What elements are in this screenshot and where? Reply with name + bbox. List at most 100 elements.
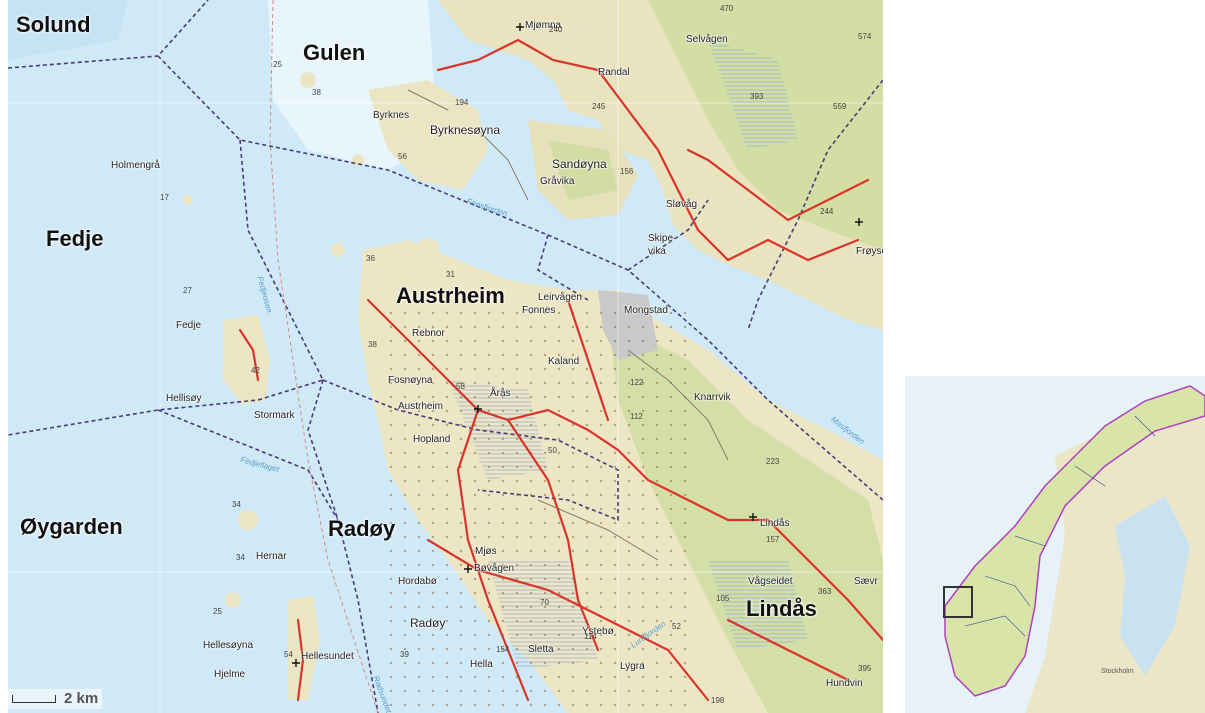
place-bovagen: Bøvågen: [474, 563, 515, 574]
inset-extent-box: [943, 586, 973, 618]
elevation-label: 559: [833, 102, 847, 111]
elevation-label: 154: [496, 645, 510, 654]
elevation-label: 39: [400, 650, 409, 659]
place-slovag: Sløvåg: [666, 199, 698, 210]
place-selvagen: Selvågen: [686, 34, 728, 45]
inset-border-norway: [944, 385, 1205, 697]
place-froyset: Frøyset: [856, 246, 883, 257]
elevation-label: 157: [766, 535, 780, 544]
forest-sandoyna: [548, 140, 618, 200]
place-hundvin: Hundvin: [826, 678, 863, 689]
place-hellesundet: Hellesundet: [301, 651, 354, 662]
island-small-2: [416, 238, 440, 262]
elevation-label: 114: [584, 632, 597, 641]
place-mongstad: Mongstad: [624, 305, 668, 316]
inset-county-lines: [964, 415, 1156, 637]
elevation-label: 245: [592, 102, 606, 111]
place-sandoyna: Sandøyna: [552, 157, 607, 171]
elevation-label: 25: [213, 607, 222, 616]
elevation-label: 395: [858, 664, 872, 673]
inset-city-label: Stockholm: [1101, 668, 1134, 675]
elevation-label: 112: [630, 412, 643, 421]
region-fedje: Fedje: [46, 226, 104, 251]
place-vagseidet: Vågseidet: [748, 576, 793, 587]
elevation-label: 38: [312, 88, 321, 97]
elevation-label: 156: [620, 167, 634, 176]
main-map[interactable]: Solund Gulen Fedje Austrheim Øygarden Ra…: [8, 0, 883, 713]
island-small-1: [225, 592, 241, 608]
region-austrheim: Austrheim: [396, 283, 505, 308]
place-hellisoy: Hellisøy: [166, 393, 202, 404]
elevation-label: 27: [183, 286, 192, 295]
island-hernar: [238, 510, 258, 530]
island-small-5: [300, 72, 316, 88]
elevation-label: 393: [750, 92, 764, 101]
elevation-label: 54: [284, 650, 293, 659]
elevation-label: 470: [720, 4, 734, 13]
elevation-label: 105: [716, 594, 730, 603]
place-holmengra: Holmengrå: [111, 160, 160, 171]
shallow-sea-solund: [8, 0, 128, 60]
place-fedje: Fedje: [176, 320, 202, 331]
place-mjos: Mjøs: [475, 546, 497, 557]
place-mjomna: Mjømna: [525, 20, 562, 31]
place-stormark: Stormark: [254, 410, 295, 421]
elevation-label: 17: [160, 193, 169, 202]
place-hella: Hella: [470, 659, 493, 670]
place-sletta: Sletta: [528, 644, 554, 655]
place-rebnor: Rebnor: [412, 328, 445, 339]
roads-main: [238, 38, 883, 702]
region-radoy: Radøy: [328, 516, 396, 541]
place-kaland: Kaland: [548, 356, 580, 367]
elevation-label: 198: [711, 696, 725, 705]
elevation-label: 34: [232, 500, 241, 509]
place-hellesoyna: Hellesøyna: [203, 640, 254, 651]
inset-canvas: [905, 376, 1205, 713]
elevation-label: 56: [398, 152, 407, 161]
ferry-route: [269, 0, 379, 713]
land-fedje: [223, 315, 270, 405]
elevation-label: 36: [366, 254, 375, 263]
place-lygra: Lygra: [620, 661, 645, 672]
land-byrknesoyna: [368, 80, 488, 190]
scale-label: 2 km: [64, 690, 99, 707]
place-hernar: Hernar: [256, 551, 287, 562]
place-hopland: Hopland: [413, 434, 451, 445]
place-austrheim: Austrheim: [398, 401, 444, 412]
elevation-label: 70: [540, 598, 549, 607]
marsh-lindas: [708, 560, 808, 650]
elevation-label: 574: [858, 32, 872, 41]
place-saevr: Sævr: [854, 576, 878, 587]
settlement-dots: [388, 300, 688, 710]
place-randal: Randal: [598, 67, 630, 78]
region-lindas: Lindås: [746, 596, 817, 621]
place-gravika: Gråvika: [540, 176, 575, 187]
marsh-ne: [708, 40, 798, 150]
land-hellesundet: [288, 595, 320, 700]
elevation-label: 52: [672, 622, 681, 631]
map-canvas: [8, 0, 883, 713]
elevation-label: 50: [548, 446, 557, 455]
region-gulen: Gulen: [303, 40, 366, 65]
church-markers: [292, 23, 863, 667]
elevation-label: 244: [820, 207, 834, 216]
elevation-label: 34: [236, 553, 245, 562]
place-radoy: Radøy: [410, 616, 446, 630]
elevation-label: 194: [455, 98, 469, 107]
place-ystebo: Ystebø: [582, 626, 614, 637]
roads-minor: [407, 89, 729, 561]
place-fonnes: Fonnes: [522, 305, 556, 316]
inset-map[interactable]: Stockholm: [905, 376, 1205, 713]
municipal-boundaries: [8, 0, 883, 713]
place-leirvagen: Leirvågen: [538, 292, 582, 303]
elevation-label: 240: [549, 25, 563, 34]
island-small-4: [183, 195, 193, 205]
elevation-label: 25: [273, 60, 282, 69]
elevation-label: 31: [446, 270, 455, 279]
place-fosnoyna: Fosnøyna: [388, 375, 433, 386]
place-aras: Årås: [490, 388, 511, 399]
elevation-label: 42: [251, 366, 260, 375]
elevation-label: 363: [818, 587, 832, 596]
place-knarrvik: Knarrvik: [694, 392, 731, 403]
place-byrknesoyna: Byrknesøyna: [430, 123, 501, 137]
